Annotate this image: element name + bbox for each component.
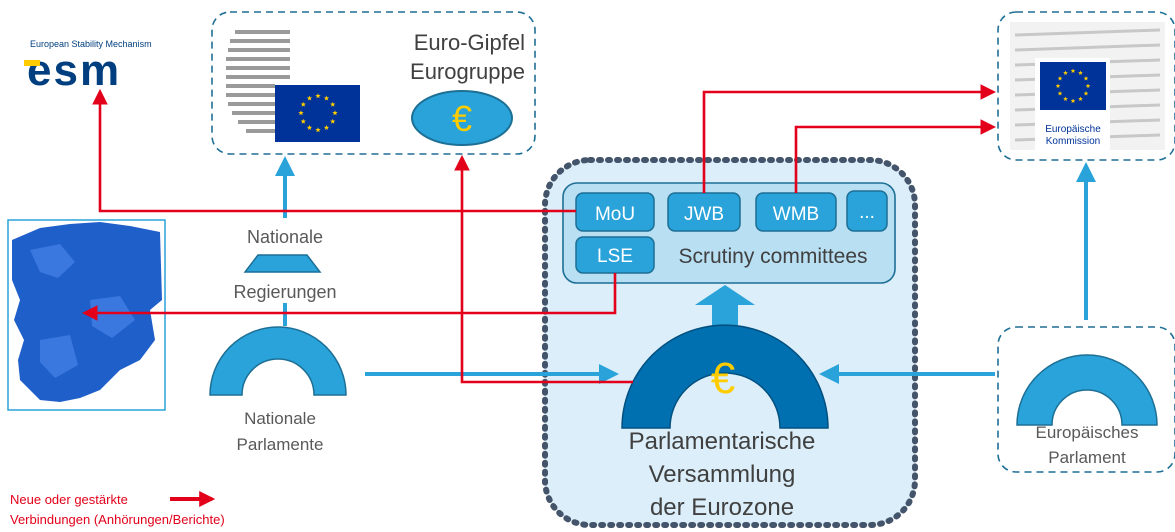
scrutiny-committees-label: Scrutiny committees: [678, 245, 867, 268]
national-parliaments-label-line1: Nationale: [244, 409, 316, 428]
european-parliament-box: [997, 326, 1175, 473]
committee-more-label: ...: [859, 202, 875, 223]
eu-star: [330, 118, 336, 124]
eu-star: [332, 110, 338, 116]
jwb-to-commission-arrow: [702, 84, 997, 193]
eu-star: [330, 101, 336, 107]
national-governments-label-line1: Nationale: [247, 227, 323, 247]
eu-star: [315, 93, 321, 99]
european-parliament-label-line1: Europäisches: [1035, 423, 1138, 442]
assembly-to-committees-arrow: [695, 285, 755, 330]
commission-label-line2: Kommission: [1046, 136, 1100, 147]
eu-star: [1055, 83, 1061, 89]
eurogroup-label: Eurogruppe: [410, 59, 525, 84]
esm-logo: European Stability Mechanism esm: [24, 39, 152, 95]
assembly-to-eurogroup-arrow: [454, 154, 633, 384]
lse-to-europe-arrow: [81, 273, 617, 321]
eu-flag: [275, 85, 360, 142]
eu-star: [323, 124, 330, 130]
esm-caption: European Stability Mechanism: [30, 39, 152, 49]
eu-star: [1078, 70, 1083, 76]
euro-coin-oval: [411, 90, 513, 146]
eu-star: [1063, 96, 1068, 102]
committee-lse[interactable]: LSE: [575, 236, 655, 274]
national-parliaments-label-line2: Parlamente: [237, 435, 324, 454]
assembly-label-line2: Versammlung: [649, 461, 796, 488]
committee-jwb-label: JWB: [684, 204, 724, 225]
euro-summit-box: [211, 11, 536, 155]
eu-star: [300, 101, 306, 107]
mou-to-esm-arrow: [92, 88, 576, 213]
euro-summit-label: Euro-Gipfel: [414, 30, 525, 55]
eu-star: [1063, 70, 1068, 76]
eu-star: [1070, 98, 1076, 104]
europe-map: [7, 219, 166, 411]
national-parliament-hemicycle-icon: [209, 326, 347, 396]
eu-star: [300, 118, 306, 124]
assembly-euro-symbol: €: [711, 354, 735, 403]
assembly-label-line3: der Eurozone: [650, 494, 794, 521]
wmb-to-commission-arrow: [794, 119, 997, 193]
eu-star: [1057, 91, 1063, 96]
eu-star: [1057, 76, 1063, 81]
esm-logo-accent: [24, 60, 40, 66]
euro-coin-symbol: €: [452, 98, 472, 139]
council-building-image: [225, 25, 385, 142]
committee-lse-label: LSE: [597, 246, 633, 267]
esm-logo-text: esm: [27, 46, 121, 95]
government-table-icon: [243, 254, 322, 273]
assembly-hemicycle-icon: [621, 324, 829, 429]
eu-star: [323, 95, 330, 101]
legend-text-line1: Neue oder gestärkte: [10, 492, 128, 507]
commission-box: [997, 11, 1175, 161]
committee-jwb[interactable]: JWB: [667, 192, 741, 232]
commission-label-line1: Europäische: [1045, 124, 1101, 135]
european-parliament-hemicycle-icon: [1016, 354, 1158, 426]
eu-star: [306, 124, 313, 130]
european-parliament-label-line2: Parlament: [1048, 448, 1126, 467]
eu-star: [315, 127, 321, 133]
eu-star: [306, 95, 313, 101]
committee-mou-label: MoU: [595, 204, 635, 225]
committee-mou[interactable]: MoU: [575, 192, 655, 232]
eu-star: [1078, 96, 1083, 102]
committee-wmb-label: WMB: [773, 204, 819, 225]
national-governments-label-line2: Regierungen: [233, 282, 336, 302]
legend-text-line2: Verbindungen (Anhörungen/Berichte): [10, 512, 225, 527]
commission-building-image: Europäische Kommission: [1010, 22, 1165, 153]
assembly-label-line1: Parlamentarische: [629, 428, 816, 455]
eu-star: [1083, 91, 1089, 96]
committee-more[interactable]: ...: [846, 190, 888, 232]
eu-star: [1085, 83, 1091, 89]
committee-wmb[interactable]: WMB: [755, 192, 837, 232]
eu-star: [1083, 76, 1089, 81]
eu-star: [298, 110, 304, 116]
eu-star: [1070, 68, 1076, 74]
